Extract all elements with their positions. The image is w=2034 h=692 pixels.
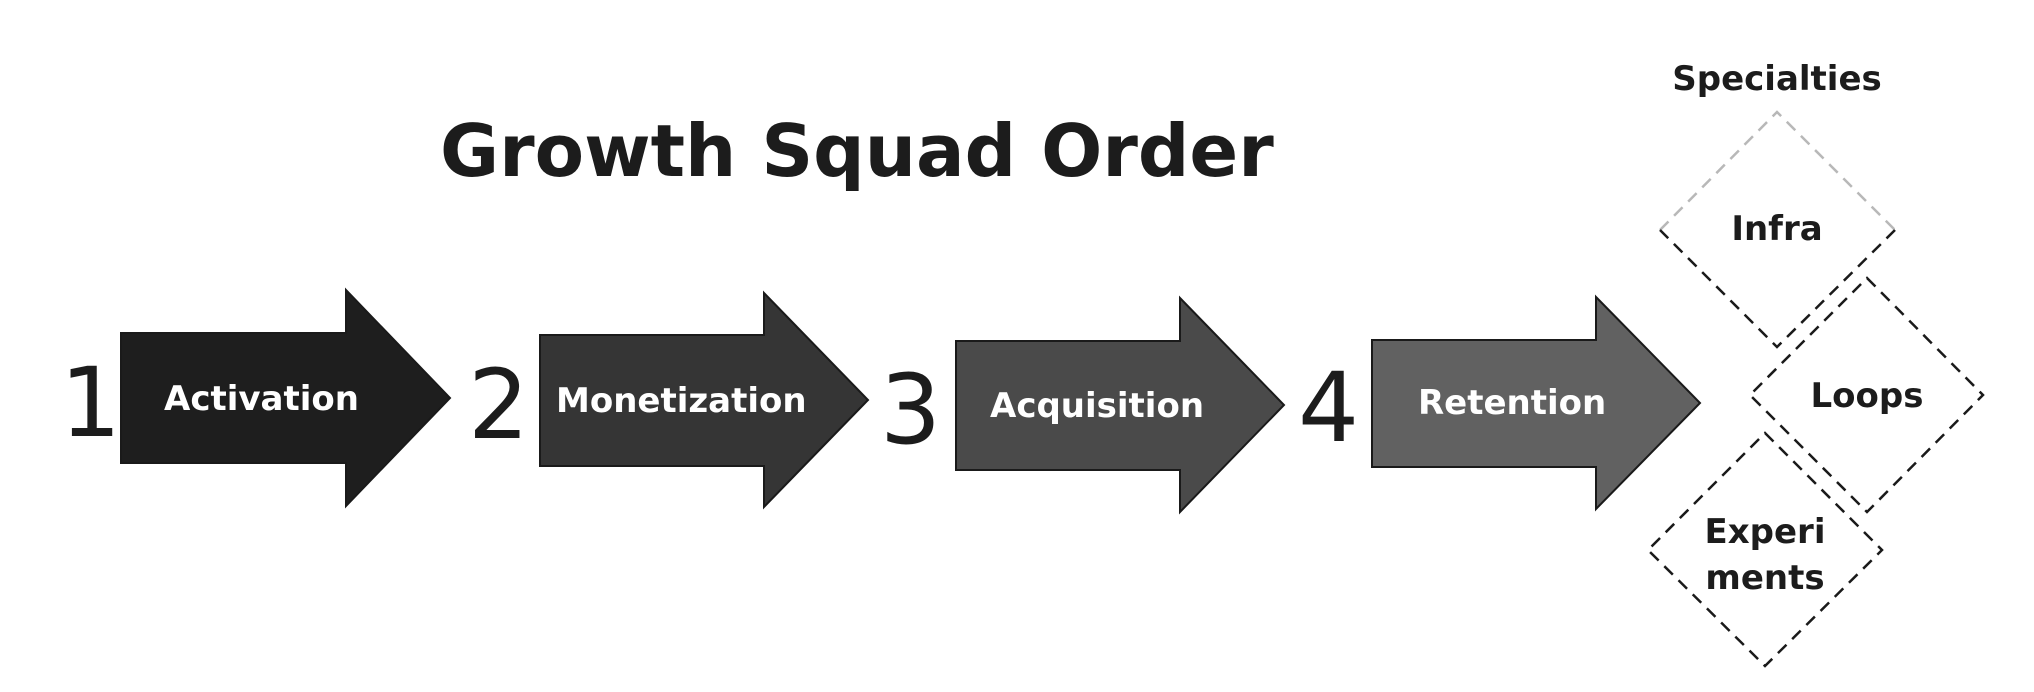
diagram-title: Growth Squad Order [440,109,1274,193]
step-2: 2 Monetization [468,290,870,510]
diamond-outline [1659,110,1896,231]
step-number: 4 [1298,352,1359,464]
step-number: 2 [468,349,529,461]
step-4: 4 Retention [1298,294,1702,512]
specialty-infra: Infra [1659,110,1896,349]
step-3: 3 Acquisition [880,295,1286,515]
step-label: Monetization [556,381,807,421]
specialty-label-line-2: ments [1705,558,1824,598]
specialty-loops-label: Loops [1811,376,1924,416]
step-number: 3 [880,354,941,466]
step-label: Retention [1418,383,1606,423]
step-number: 1 [60,347,121,459]
specialty-label: Infra [1731,209,1822,249]
step-arrow [955,295,1286,515]
step-arrow [120,287,452,509]
specialty-loops-outline [1748,276,1985,514]
step-arrow [539,290,870,510]
diamond-outline [1659,229,1896,349]
specialties-title: Specialties [1672,59,1882,99]
specialty-experiments: Experi ments [1646,431,1884,668]
specialties-cluster: Specialties Infra Loops Experi ments [1646,59,1985,668]
step-label: Acquisition [990,386,1204,426]
step-1: 1 Activation [60,287,452,509]
diamond-outline [1646,431,1884,668]
specialty-label-line-1: Experi [1705,512,1826,552]
step-arrow [1371,294,1702,512]
step-label: Activation [164,379,359,419]
